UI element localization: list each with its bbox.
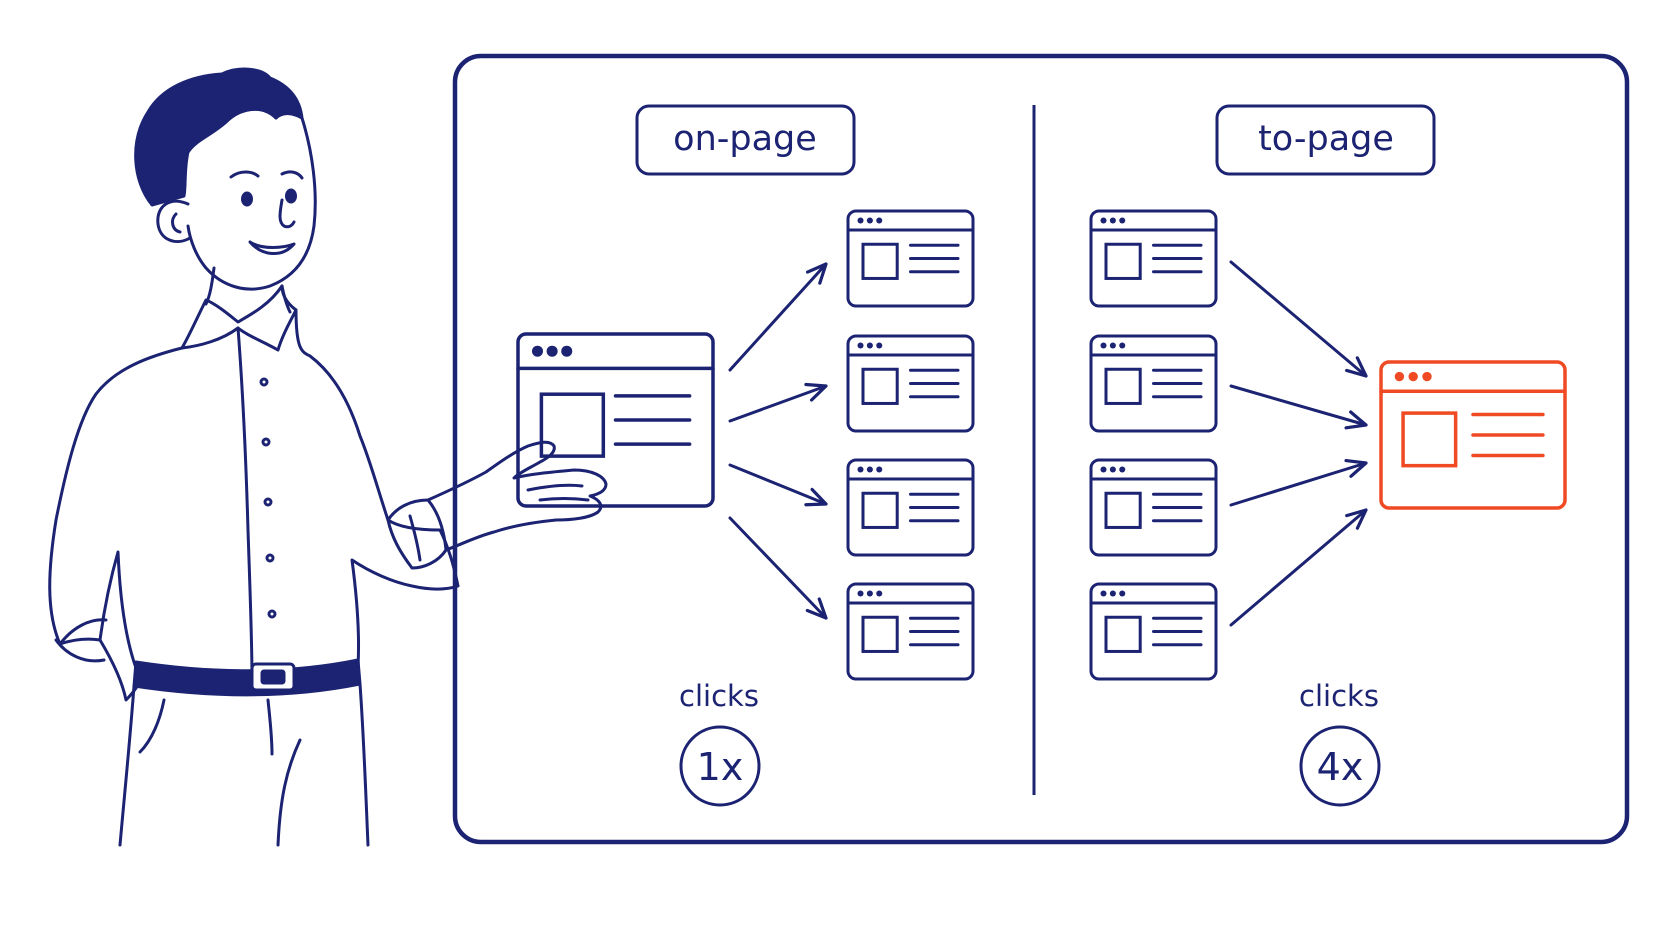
- on-page-label: on-page: [673, 119, 817, 159]
- on-page-label-box: on-page: [635, 104, 856, 176]
- arrows: [728, 260, 1368, 627]
- arrow-from-page-2: [1229, 384, 1368, 430]
- shirt: [48, 308, 460, 677]
- hair: [134, 67, 304, 207]
- belt: [132, 658, 362, 697]
- left-clicks-label: clicks: [679, 679, 759, 713]
- arrow-to-page-2: [728, 382, 828, 423]
- browser-windows: [516, 209, 1567, 681]
- presenter-figure: [48, 67, 608, 847]
- arrow-from-page-1: [1229, 260, 1368, 378]
- arrow-to-page-3: [728, 463, 828, 507]
- linked-page-window-2: [846, 334, 975, 433]
- trousers: [118, 684, 136, 847]
- to-page-label-box: to-page: [1215, 104, 1436, 176]
- collar: [180, 284, 298, 352]
- right-clicks-label: clicks: [1299, 679, 1379, 713]
- diagram-frame: [452, 53, 1630, 845]
- right-clicks-badge: [1299, 725, 1381, 807]
- face: [186, 107, 317, 291]
- target-page-window: [1379, 360, 1567, 510]
- right-clicks-value: 4x: [1317, 745, 1364, 789]
- linking-page-window-4: [1089, 582, 1218, 681]
- linking-page-window-3: [1089, 458, 1218, 557]
- arrow-to-page-1: [728, 262, 828, 372]
- linked-page-window-1: [846, 209, 975, 308]
- right-cuff: [386, 498, 448, 570]
- linked-page-window-3: [846, 458, 975, 557]
- linked-page-window-4: [846, 582, 975, 681]
- linking-page-window-2: [1089, 334, 1218, 433]
- arrow-to-page-4: [728, 516, 828, 620]
- linking-page-window-1: [1089, 209, 1218, 308]
- ear: [156, 199, 192, 243]
- to-page-label: to-page: [1258, 119, 1394, 159]
- left-clicks-badge: [679, 725, 761, 807]
- arrow-from-page-4: [1229, 508, 1368, 627]
- arrow-from-page-3: [1229, 458, 1368, 507]
- left-clicks-value: 1x: [697, 745, 744, 789]
- presenting-hand: [426, 440, 608, 552]
- source-page-window: [516, 332, 715, 508]
